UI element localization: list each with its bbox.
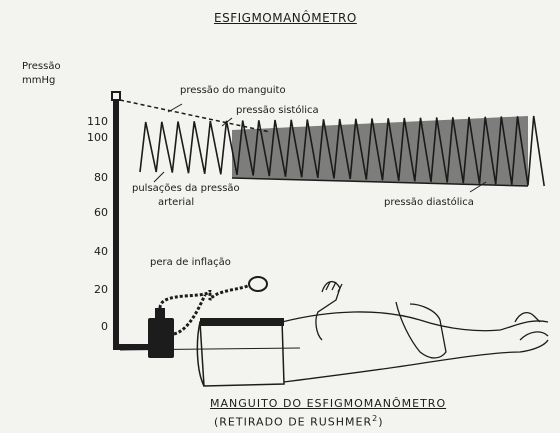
reservoir xyxy=(148,318,174,358)
y-tick: 80 xyxy=(82,172,108,183)
pulse-waveform xyxy=(140,116,544,186)
manometer-column xyxy=(113,100,119,350)
caption-close: ) xyxy=(378,416,383,429)
diastolic-pressure-label: pressão diastólica xyxy=(384,198,474,208)
y-tick: 100 xyxy=(82,132,108,143)
caption-line2: (RETIRADO DE RUSHMER2) xyxy=(214,415,384,428)
caption-source: (RETIRADO DE RUSHMER xyxy=(214,416,372,429)
bulb-tube xyxy=(160,285,250,308)
inflation-bulb xyxy=(249,277,267,291)
cuff xyxy=(200,320,284,386)
caption-line1: MANGUITO DO ESFIGMOMANÔMETRO xyxy=(210,398,446,409)
stethoscope xyxy=(316,282,340,340)
y-tick: 60 xyxy=(82,207,108,218)
y-tick: 0 xyxy=(82,321,108,332)
pulsations-label-line1: pulsações da pressão xyxy=(132,184,240,194)
y-tick: 110 xyxy=(82,116,108,127)
examiner-hand xyxy=(396,302,446,358)
y-axis-label-line1: Pressão xyxy=(22,62,61,72)
figure-title: ESFIGMOMANÔMETRO xyxy=(214,12,357,24)
hand xyxy=(515,313,548,340)
pulsations-label-line2: arterial xyxy=(158,198,194,208)
systolic-pressure-label: pressão sistólica xyxy=(236,106,319,116)
y-tick: 40 xyxy=(82,246,108,257)
y-tick: 20 xyxy=(82,284,108,295)
cuff-pressure-label: pressão do manguito xyxy=(180,86,286,96)
y-axis-label-line2: mmHg xyxy=(22,76,55,86)
manometer-top xyxy=(112,92,120,100)
inflation-bulb-label: pera de inflação xyxy=(150,258,231,268)
arm xyxy=(282,312,548,382)
